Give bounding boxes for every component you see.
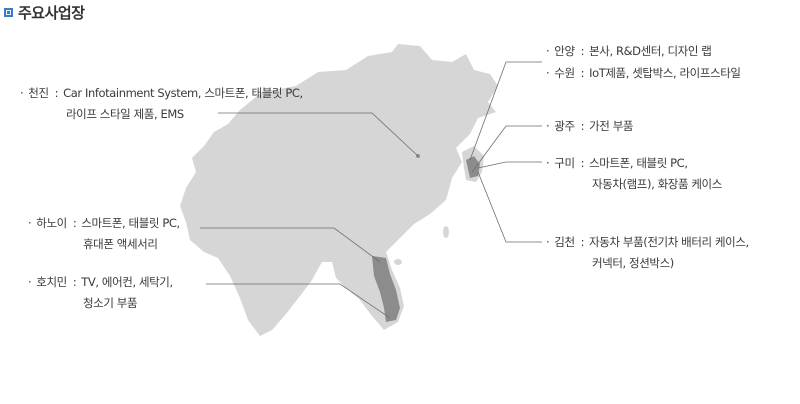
page-title: 주요사업장	[18, 4, 85, 22]
bullet: ·	[20, 86, 24, 100]
site-anyang: · 안양 : 본사, R&D센터, 디자인 랩	[546, 41, 712, 62]
site-products: 자동차 부품(전기차 배터리 케이스,	[589, 235, 749, 249]
taiwan-island	[443, 226, 449, 238]
bullet: ·	[546, 235, 550, 249]
bullet: ·	[546, 44, 550, 58]
bullet: ·	[546, 156, 550, 170]
leader-line-hochiminh	[206, 283, 391, 319]
site-products: Car Infotainment System, 스마트폰, 태블릿 PC,	[63, 86, 303, 100]
vietnam-highlight	[372, 256, 400, 322]
bullet: ·	[546, 66, 550, 80]
leader-line-anyang-suwon	[469, 61, 542, 161]
leader-line-gwangju	[471, 125, 542, 173]
bullet: ·	[28, 216, 32, 230]
site-gwangju: · 광주 : 가전 부품	[546, 116, 634, 137]
separator: :	[580, 119, 585, 133]
leader-line-gumi	[477, 161, 542, 169]
separator: :	[580, 44, 585, 58]
site-gumi: · 구미 : 스마트폰, 태블릿 PC, 자동차(램프), 화장품 케이스	[546, 153, 722, 195]
site-gimcheon: · 김천 : 자동차 부품(전기차 배터리 케이스, 커넥터, 정션박스)	[546, 232, 749, 274]
site-tianjin: · 천진 : Car Infotainment System, 스마트폰, 태블…	[20, 83, 303, 125]
site-products: 가전 부품	[589, 119, 634, 133]
korea-highlight	[466, 156, 480, 178]
leader-line-hanoi	[200, 227, 381, 263]
hainan-island	[394, 259, 402, 265]
site-name: 안양	[554, 44, 575, 58]
site-products-continued: 라이프 스타일 제품, EMS	[66, 107, 184, 121]
site-suwon: · 수원 : IoT제품, 셋탑박스, 라이프스타일	[546, 63, 741, 84]
leader-line-tianjin	[218, 112, 419, 157]
site-products: 본사, R&D센터, 디자인 랩	[589, 44, 712, 58]
site-products: IoT제품, 셋탑박스, 라이프스타일	[589, 66, 741, 80]
site-name: 천진	[28, 86, 49, 100]
site-name: 호치민	[36, 275, 67, 289]
bullet: ·	[546, 119, 550, 133]
site-products: TV, 에어컨, 세탁기,	[81, 275, 173, 289]
separator: :	[580, 66, 585, 80]
site-products-continued: 청소기 부품	[83, 296, 138, 310]
separator: :	[72, 275, 77, 289]
site-hochiminh: · 호치민 : TV, 에어컨, 세탁기, 청소기 부품	[28, 272, 173, 314]
bullet: ·	[28, 275, 32, 289]
site-products: 스마트폰, 태블릿 PC,	[81, 216, 180, 230]
separator: :	[72, 216, 77, 230]
leader-line-gimcheon	[477, 171, 542, 243]
asia-landmass	[180, 44, 498, 336]
square-bullet-icon	[4, 8, 13, 17]
site-products-continued: 커넥터, 정션박스)	[592, 256, 674, 270]
separator: :	[54, 86, 59, 100]
site-products: 스마트폰, 태블릿 PC,	[589, 156, 688, 170]
site-hanoi: · 하노이 : 스마트폰, 태블릿 PC, 휴대폰 액세서리	[28, 213, 180, 255]
site-products-continued: 자동차(램프), 화장품 케이스	[592, 177, 722, 191]
site-name: 구미	[554, 156, 575, 170]
site-name: 하노이	[36, 216, 67, 230]
separator: :	[580, 235, 585, 249]
site-name: 광주	[554, 119, 575, 133]
site-name: 김천	[554, 235, 575, 249]
section-header: 주요사업장	[4, 2, 85, 23]
site-products-continued: 휴대폰 액세서리	[83, 237, 158, 251]
site-name: 수원	[554, 66, 575, 80]
separator: :	[580, 156, 585, 170]
